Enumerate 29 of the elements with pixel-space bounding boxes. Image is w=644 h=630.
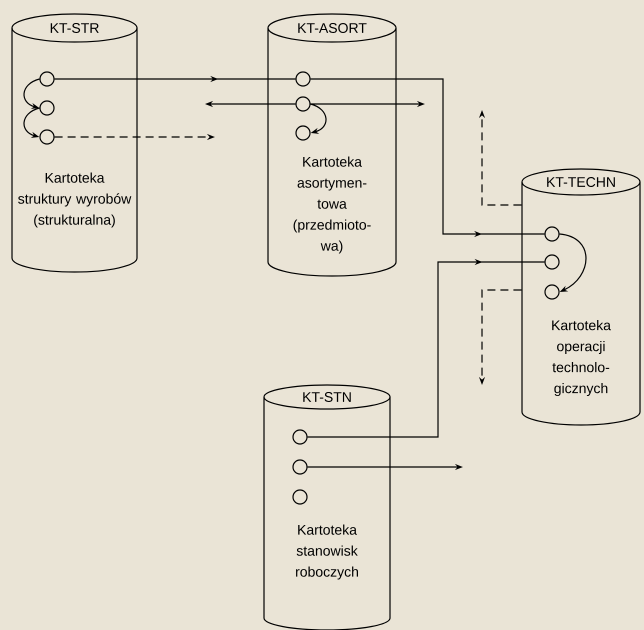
cylinder-label: KT-STN bbox=[303, 392, 351, 402]
record-circle bbox=[544, 226, 560, 242]
record-circle bbox=[292, 459, 308, 475]
record-circle bbox=[295, 96, 311, 112]
cylinder-description: Kartoteka operacji technolo- gicznych bbox=[552, 320, 611, 396]
record-circle bbox=[295, 125, 311, 141]
record-circle bbox=[39, 129, 55, 145]
cylinder bbox=[263, 384, 391, 630]
curved-arrow bbox=[310, 103, 327, 134]
curved-arrow bbox=[560, 233, 587, 292]
cylinder-label: KT-STR bbox=[50, 23, 99, 33]
record-circle bbox=[39, 71, 55, 87]
record-circle bbox=[295, 71, 311, 87]
record-circle bbox=[39, 100, 55, 116]
cylinder-label: KT-ASORT bbox=[298, 23, 367, 33]
arrow bbox=[308, 258, 544, 438]
curved-arrow bbox=[24, 78, 40, 109]
record-circle bbox=[544, 254, 560, 270]
cylinder-description: Kartoteka asortymen- towa (przedmioto- wa) bbox=[294, 156, 371, 254]
cylinder bbox=[267, 13, 397, 277]
cylinder bbox=[521, 168, 641, 426]
cylinder-description: Kartoteka stanowisk roboczych bbox=[296, 524, 358, 580]
cylinder-description: Kartoteka struktury wyrobów (strukturalna) bbox=[18, 172, 132, 228]
record-circle bbox=[292, 429, 308, 445]
cylinder-label: KT-TECHN bbox=[547, 177, 615, 187]
curved-arrow bbox=[24, 107, 40, 138]
record-circle bbox=[292, 489, 308, 505]
record-circle bbox=[544, 284, 560, 300]
cylinder bbox=[11, 13, 138, 273]
